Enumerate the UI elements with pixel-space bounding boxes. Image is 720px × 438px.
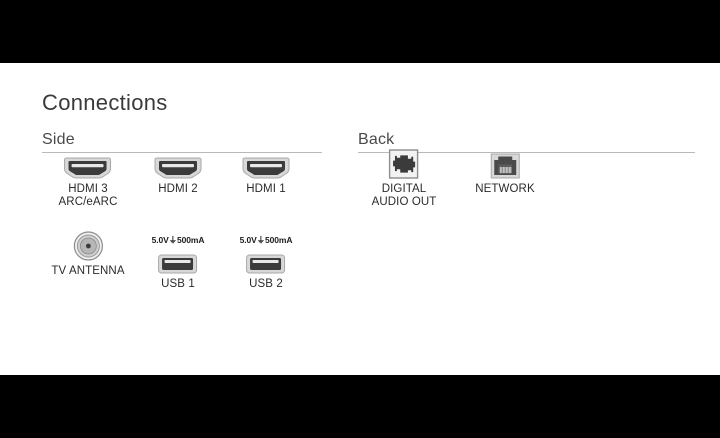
port-label-tv-antenna: TV ANTENNA [51,265,125,277]
section-divider-back [358,152,695,153]
usb-port-icon [158,254,198,274]
port-label-hdmi-2: HDMI 2 [158,183,198,195]
port-power-rating-usb-2: 5.0V⏚500mA [239,235,293,245]
hdmi-port-icon [64,157,112,179]
port-icon-wrap-digital-audio-out [372,149,437,179]
section-title-back: Back [358,131,395,148]
port-icon-wrap-usb-1 [152,248,205,274]
port-hdmi-1: HDMI 1 [241,153,291,196]
port-list-side: HDMI 3 ARC/eARC HDMI 2 HDMI 1 TV ANTENNA 5.0… [42,153,322,353]
port-icon-wrap-tv-antenna [51,231,124,261]
hdmi-port-icon [242,157,290,179]
port-network: NETWORK [475,153,535,196]
port-list-back: DIGITAL AUDIO OUT NETWORK [358,149,695,353]
port-label-hdmi-3: HDMI 3 ARC/eARC [58,183,118,208]
section-back: Back DIGITAL AUDIO OUT NETWORK [358,131,695,353]
port-label-hdmi-1: HDMI 1 [246,183,286,195]
port-digital-audio-out: DIGITAL AUDIO OUT [371,149,437,209]
port-power-rating-usb-1: 5.0V⏚500mA [151,235,205,245]
port-icon-wrap-hdmi-2 [153,153,203,179]
section-title-side: Side [42,131,75,148]
port-hdmi-2: HDMI 2 [153,153,203,196]
port-icon-wrap-usb-2 [240,248,293,274]
port-usb-2: 5.0V⏚500mA USB 2 [240,235,293,291]
section-side: Side HDMI 3 ARC/eARC HDMI 2 HDMI 1 TV ANTEN… [42,131,322,353]
port-icon-wrap-hdmi-1 [241,153,291,179]
ethernet-rj45-port-icon [490,153,520,179]
port-tv-antenna: TV ANTENNA [51,231,125,278]
port-hdmi-3: HDMI 3 ARC/eARC [59,153,118,209]
hdmi-port-icon [154,157,202,179]
letterbox-bar-top [0,0,720,63]
port-label-digital-audio-out: DIGITAL AUDIO OUT [371,183,437,208]
usb-port-icon [246,254,286,274]
port-label-usb-1: USB 1 [161,278,195,290]
optical-audio-port-icon [389,149,419,179]
port-icon-wrap-network [475,153,534,179]
letterbox-bar-bottom [0,375,720,438]
coaxial-antenna-port-icon [73,231,103,261]
port-label-usb-2: USB 2 [249,278,283,290]
page-title: Connections [42,90,168,115]
port-icon-wrap-hdmi-3 [59,153,118,179]
port-label-network: NETWORK [475,183,535,195]
section-divider-side [42,152,322,153]
port-usb-1: 5.0V⏚500mA USB 1 [152,235,205,291]
